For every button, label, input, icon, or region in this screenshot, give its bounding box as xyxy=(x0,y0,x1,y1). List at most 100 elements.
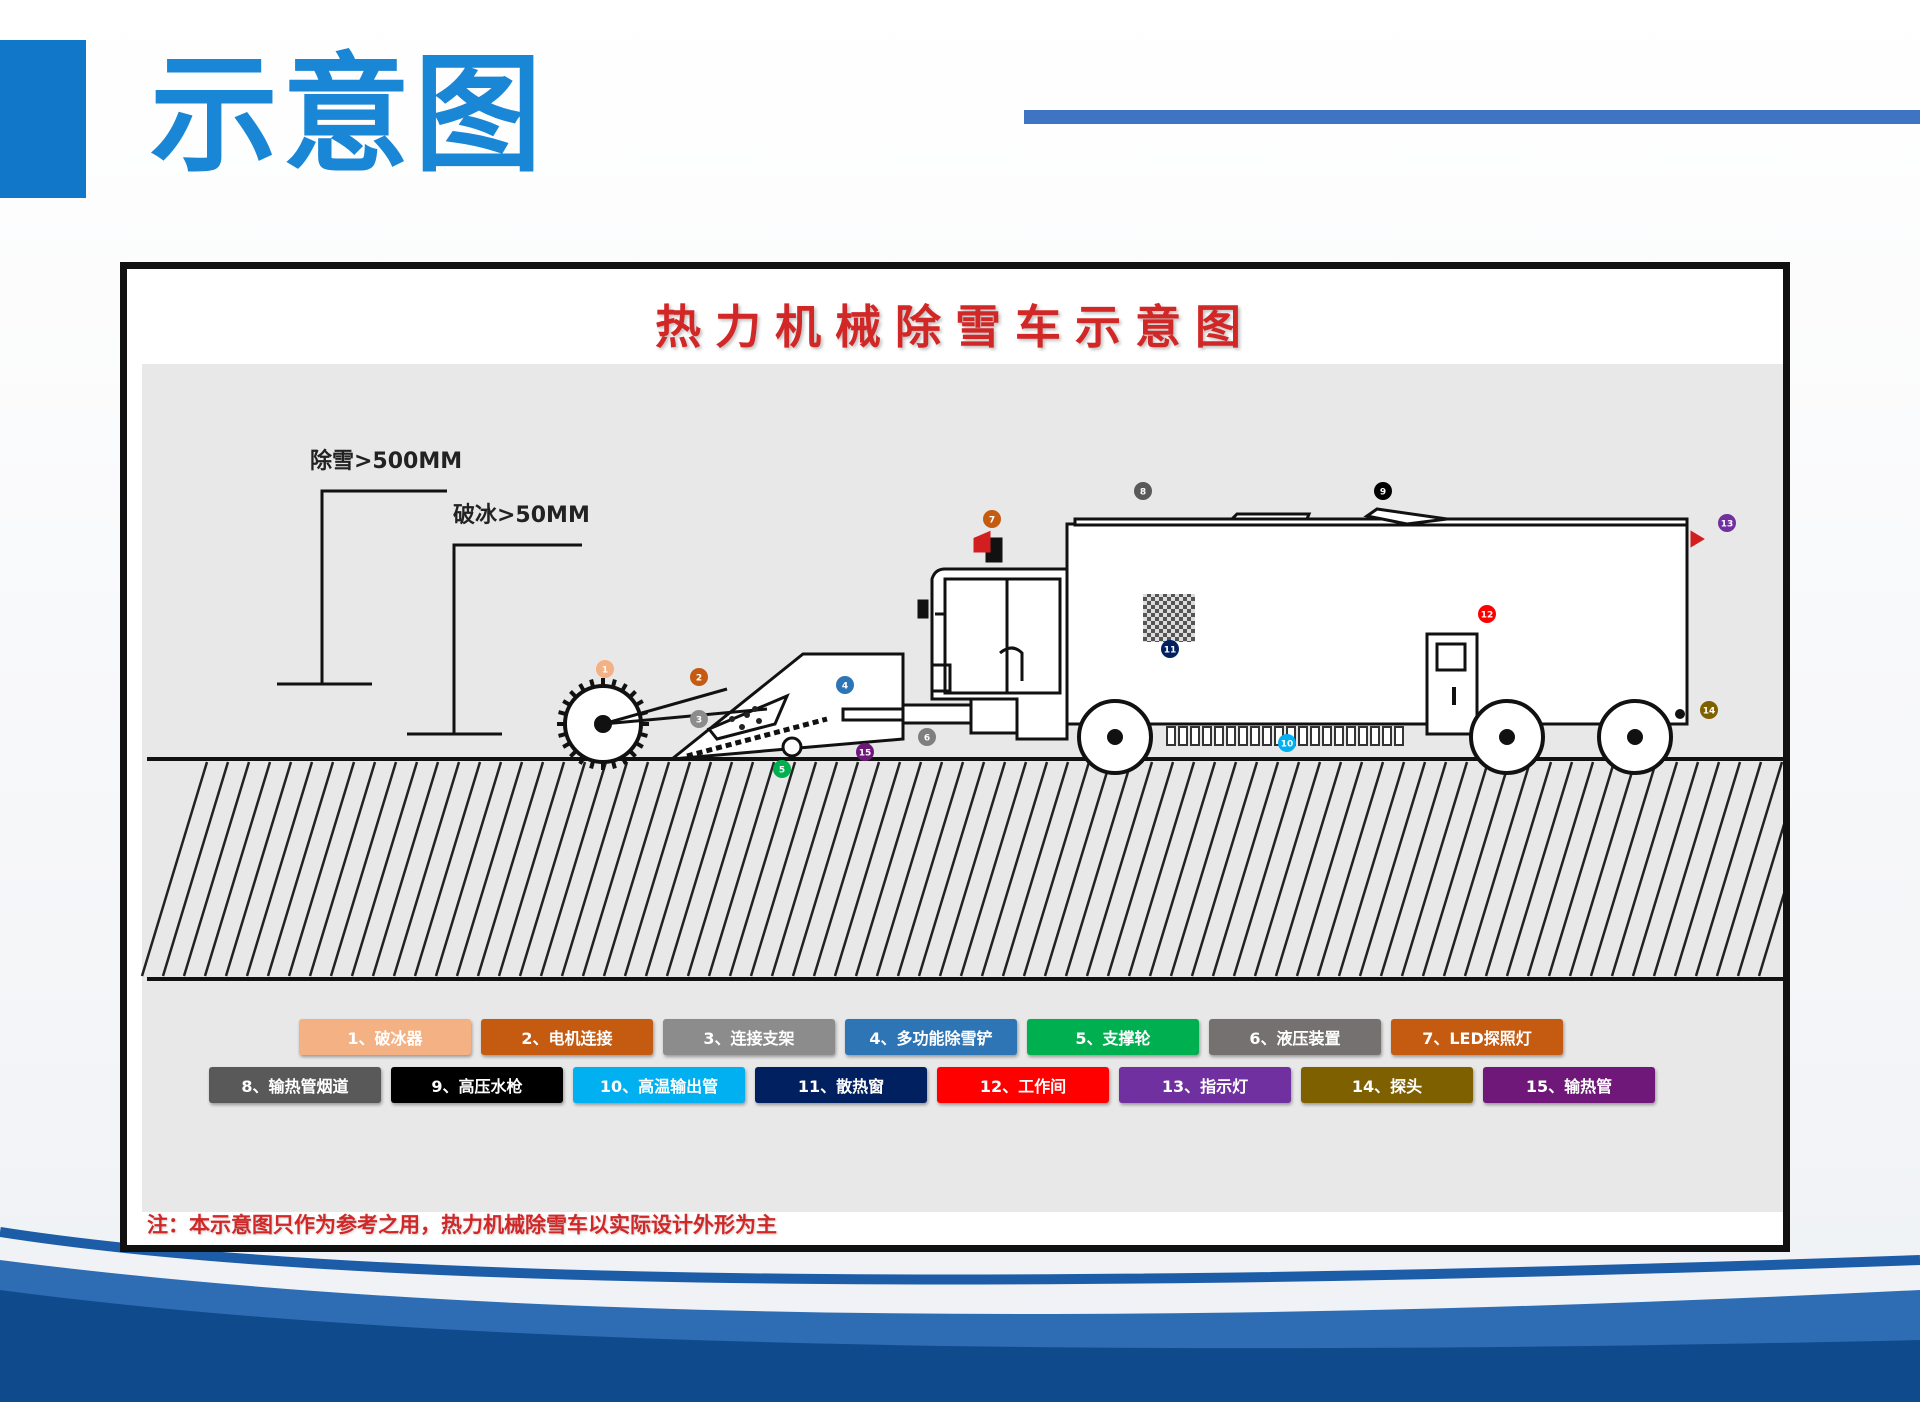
ground-hatch-line xyxy=(371,761,440,977)
ground-hatch-line xyxy=(476,761,545,977)
component-marker: 2 xyxy=(690,668,708,686)
component-marker: 15 xyxy=(856,743,874,761)
ground-hatch-line xyxy=(161,761,230,977)
ground-hatch-line xyxy=(1547,761,1616,977)
ground-hatch-line xyxy=(917,761,986,977)
component-marker-number: 6 xyxy=(924,734,930,744)
ground-hatch-line xyxy=(1379,761,1448,977)
ground-hatch-line xyxy=(266,761,335,977)
ground-hatch-line xyxy=(1169,761,1238,977)
vent-slot xyxy=(1226,726,1236,746)
vent-slot xyxy=(1322,726,1332,746)
snow-depth-label: 除雪>500MM xyxy=(310,448,462,474)
title-accent-bar xyxy=(0,40,86,198)
ground-hatch-line xyxy=(434,761,503,977)
ground-hatch-line xyxy=(833,761,902,977)
ground-hatch-line xyxy=(1085,761,1154,977)
component-marker: 10 xyxy=(1278,734,1296,752)
vent-slot xyxy=(1250,726,1260,746)
legend-item: 13、指示灯 xyxy=(1119,1067,1291,1103)
legend-item: 1、破冰器 xyxy=(299,1019,471,1055)
ground-hatch-line xyxy=(1610,761,1679,977)
component-marker: 1 xyxy=(596,660,614,678)
footnote: 注：本示意图只作为参考之用，热力机械除雪车以实际设计外形为主 xyxy=(147,1213,777,1237)
ground-hatch-line xyxy=(686,761,755,977)
ground-hatch-line xyxy=(1568,761,1637,977)
ground-hatch-line xyxy=(1190,761,1259,977)
diagram-title: 热力机械除雪车示意图 xyxy=(655,300,1255,354)
legend-item: 5、支撑轮 xyxy=(1027,1019,1199,1055)
vent-slot xyxy=(1262,726,1272,746)
ground-hatch-line xyxy=(455,761,524,977)
ground-hatch-line xyxy=(875,761,944,977)
vent-slot xyxy=(1370,726,1380,746)
ground-hatch-line xyxy=(1736,823,1783,977)
component-marker: 12 xyxy=(1478,605,1496,623)
ground-hatch-line xyxy=(854,761,923,977)
vent-slot xyxy=(1358,726,1368,746)
vent-slot xyxy=(1310,726,1320,746)
legend-item: 8、输热管烟道 xyxy=(209,1067,381,1103)
component-marker: 6 xyxy=(918,728,936,746)
ground-hatch-line xyxy=(245,761,314,977)
decorative-floor xyxy=(0,1227,1920,1402)
ground-hatch-line xyxy=(1127,761,1196,977)
component-marker: 7 xyxy=(983,510,1001,528)
ground-hatch-line xyxy=(644,761,713,977)
vent-slot xyxy=(1346,726,1356,746)
ground-hatch-line xyxy=(560,761,629,977)
component-marker-number: 12 xyxy=(1481,611,1494,621)
ground-hatch-line xyxy=(308,761,377,977)
vent-slot xyxy=(1298,726,1308,746)
ground-hatch-line xyxy=(665,761,734,977)
ground-hatch-line xyxy=(1589,761,1658,977)
component-marker: 5 xyxy=(773,760,791,778)
ground-hatch-line xyxy=(1484,761,1553,977)
ground-hatch-line xyxy=(1505,761,1574,977)
component-marker-number: 7 xyxy=(989,516,995,526)
legend-item: 2、电机连接 xyxy=(481,1019,653,1055)
ground-hatch-line xyxy=(623,761,692,977)
legend-item: 4、多功能除雪铲 xyxy=(845,1019,1017,1055)
ground-hatch-line xyxy=(182,761,251,977)
ground-hatch-line xyxy=(1064,761,1133,977)
component-marker-number: 1 xyxy=(602,666,608,676)
ground-hatch-line xyxy=(1022,761,1091,977)
ice-depth-label: 破冰>50MM xyxy=(453,502,590,528)
vent-slot xyxy=(1214,726,1224,746)
legend-item: 15、输热管 xyxy=(1483,1067,1655,1103)
ground-hatch-line xyxy=(1211,761,1280,977)
slide-title: 示意图 xyxy=(150,41,547,190)
ground-hatch-line xyxy=(1001,761,1070,977)
ground-hatch-line xyxy=(203,761,272,977)
ground-hatch-line xyxy=(1526,761,1595,977)
ground-hatch-line xyxy=(707,761,776,977)
ground-hatch-line xyxy=(1652,761,1721,977)
ground-hatch-line xyxy=(350,761,419,977)
component-marker: 8 xyxy=(1134,482,1152,500)
ground-hatch-line xyxy=(1442,761,1511,977)
vent-slot xyxy=(1166,726,1176,746)
component-marker-number: 15 xyxy=(859,749,872,759)
ground-hatch-line xyxy=(1631,761,1700,977)
vehicle-body xyxy=(1065,507,1705,736)
legend-item: 3、连接支架 xyxy=(663,1019,835,1055)
component-marker: 4 xyxy=(836,676,854,694)
plow-dots xyxy=(729,706,762,730)
ground-hatch-line xyxy=(1337,761,1406,977)
ground-hatch-line xyxy=(1400,761,1469,977)
component-marker: 14 xyxy=(1700,701,1718,719)
ground-hatch-line xyxy=(1694,761,1763,977)
component-marker-number: 2 xyxy=(696,674,702,684)
ground-hatch-line xyxy=(938,761,1007,977)
component-marker: 11 xyxy=(1161,640,1179,658)
vent-slot xyxy=(1238,726,1248,746)
ground-hatch-line xyxy=(539,761,608,977)
vent-slot xyxy=(1382,726,1392,746)
ground-hatch-line xyxy=(728,761,797,977)
ground-hatch-line xyxy=(140,761,209,977)
wheels xyxy=(1077,699,1673,775)
legend-item: 7、LED探照灯 xyxy=(1391,1019,1563,1055)
